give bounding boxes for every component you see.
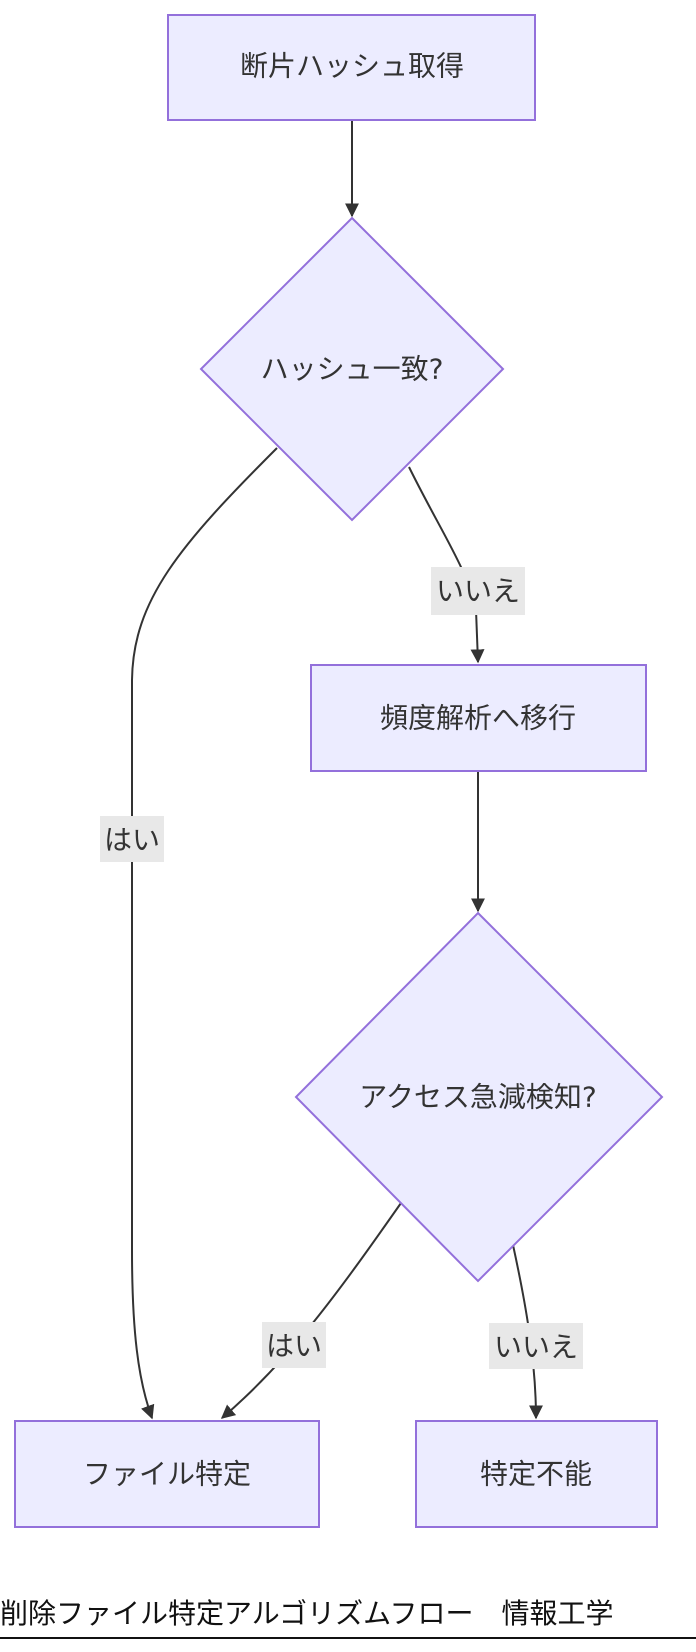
edge-hash-match-no xyxy=(408,466,485,664)
edge-label-hash-match-yes: はい xyxy=(104,824,160,857)
edge-label-bg-yes-2 xyxy=(262,1322,326,1368)
flowchart: はい いいえ はい いいえ 断片ハッシュ取得 ハッシュ一致? 頻度解析へ移行 ア… xyxy=(14,14,664,1528)
edge-label-bg-no-2 xyxy=(489,1323,583,1369)
node-freq-analysis: 頻度解析へ移行 xyxy=(310,664,647,772)
node-hash-match-label: ハッシュ一致? xyxy=(261,353,444,386)
edge-label-access-drop-no: いいえ xyxy=(494,1331,578,1364)
node-file-identified: ファイル特定 xyxy=(14,1420,320,1528)
node-freq-analysis-label: 頻度解析へ移行 xyxy=(380,702,576,735)
edge-label-access-drop-yes: はい xyxy=(266,1330,322,1363)
node-file-identified-label: ファイル特定 xyxy=(83,1458,251,1491)
node-unidentifiable: 特定不能 xyxy=(415,1420,658,1528)
node-hash-match: ハッシュ一致? xyxy=(199,216,505,522)
edge-label-bg-yes-1 xyxy=(100,816,164,862)
edge-hash-match-yes xyxy=(131,447,278,1420)
node-access-drop: アクセス急減検知? xyxy=(294,911,664,1283)
node-get-hash-label: 断片ハッシュ取得 xyxy=(240,50,464,83)
node-unidentifiable-label: 特定不能 xyxy=(480,1458,592,1491)
edge-access-drop-yes xyxy=(220,1202,402,1419)
caption-underline xyxy=(0,1637,696,1639)
node-access-drop-label: アクセス急減検知? xyxy=(359,1081,596,1114)
edge-label-bg-no-1 xyxy=(431,567,525,615)
edge-label-hash-match-no: いいえ xyxy=(436,575,520,608)
figure-caption: 削除ファイル特定アルゴリズムフロー 情報工学 xyxy=(0,1597,614,1630)
node-get-hash: 断片ハッシュ取得 xyxy=(167,14,536,121)
